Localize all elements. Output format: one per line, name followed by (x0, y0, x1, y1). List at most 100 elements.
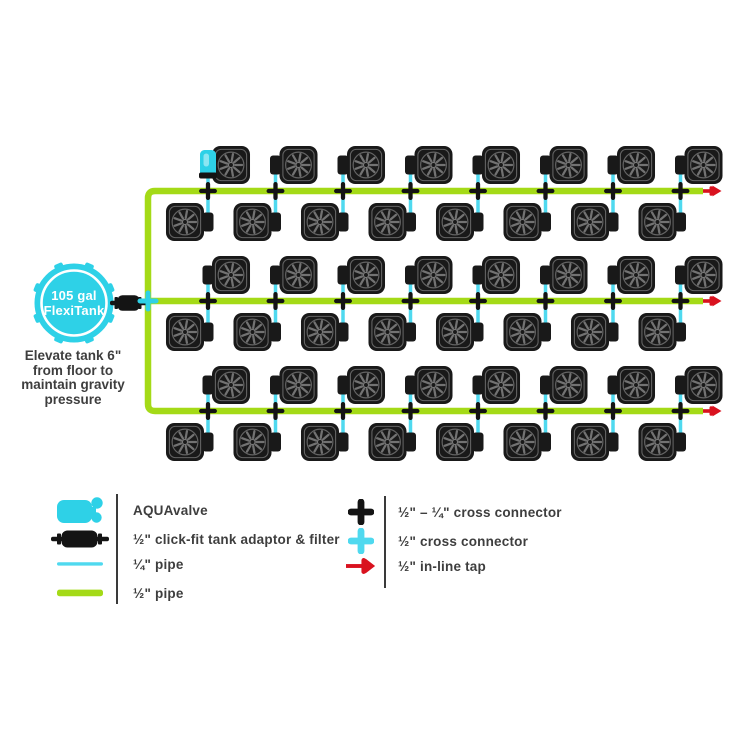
black-cross-connector-icon (604, 292, 622, 310)
pot-valve-tab (607, 375, 619, 395)
legend-row: ¼" pipe (48, 556, 184, 572)
pot-valve-tab (472, 212, 484, 232)
pot-valve-tab (472, 265, 484, 285)
pot-icon (638, 202, 677, 242)
legend-label: ½" click-fit tank adaptor & filter (133, 531, 340, 547)
tap-arrowhead (712, 185, 722, 197)
pot-icon (638, 422, 677, 462)
pot-valve-tab (337, 375, 349, 395)
black-cross-connector-icon (346, 499, 376, 525)
pot-valve-tab (540, 155, 551, 175)
pot-valve-tab (270, 432, 281, 452)
pot-icon (346, 145, 386, 185)
pot-icon (414, 145, 453, 185)
pot-valve-tab (607, 155, 619, 175)
pot-icon (279, 145, 318, 185)
aquavalve-body (200, 150, 216, 177)
legend-divider-right (384, 496, 386, 588)
tap-stem (703, 299, 711, 303)
pot-valve-tab (540, 432, 551, 452)
pot-icon (435, 422, 475, 462)
aquavalve-base (199, 172, 217, 179)
pot-valve-tab (675, 155, 686, 175)
legend-label: ¼" pipe (133, 556, 184, 572)
black-cross-connector-icon (671, 292, 690, 310)
pot-icon (435, 202, 475, 242)
pot-icon (414, 365, 453, 405)
black-cross-connector-icon (266, 292, 285, 310)
adaptor-barb (114, 297, 118, 309)
pot-valve-tab (472, 432, 484, 452)
pot-icon (300, 312, 340, 352)
half-pipe-icon (48, 588, 112, 598)
black-cross-connector-icon (604, 182, 622, 200)
black-cross-connector-icon (671, 182, 690, 200)
tap-arrowhead (712, 405, 722, 417)
pot-valve-tab (270, 322, 281, 342)
black-cross-connector-icon (536, 402, 555, 420)
pot-valve-tab (540, 375, 551, 395)
pot-icon (570, 422, 610, 462)
pot-icon (435, 312, 475, 352)
black-cross-connector-icon (401, 292, 420, 310)
tap-stem (703, 409, 711, 413)
pot-icon (638, 312, 677, 352)
black-cross-connector-icon (469, 292, 487, 310)
pot-icon (684, 365, 723, 405)
inline-tap-icon (346, 554, 376, 578)
legend-row: ½" – ¼" cross connector (346, 499, 562, 525)
pot-valve-tab (675, 322, 686, 342)
legend-label: ½" pipe (133, 585, 184, 601)
pot-valve-tab (472, 155, 484, 175)
tap-bar (709, 296, 713, 306)
pot-icon (300, 202, 340, 242)
pot-icon (549, 145, 588, 185)
pot-icon (346, 255, 386, 295)
pot-valve-tab (405, 375, 416, 395)
pot-valve-tab (472, 322, 484, 342)
pot-icon (233, 312, 272, 352)
pot-icon (211, 145, 251, 185)
pot-valve-tab (405, 212, 416, 232)
black-cross-connector-icon (199, 182, 217, 200)
pot-icon (616, 365, 656, 405)
aquavalve-icon (48, 495, 112, 525)
cyan-cross-connector-icon (346, 528, 376, 554)
legend-label: ½" cross connector (398, 533, 529, 549)
pot-valve-tab (202, 212, 214, 232)
inline-tap-icon (703, 405, 722, 417)
pot-icon (616, 255, 656, 295)
pot-valve-tab (337, 212, 349, 232)
black-cross-connector-icon (469, 402, 487, 420)
pot-icon (368, 202, 407, 242)
pot-icon (165, 312, 205, 352)
inline-tap-icon (703, 185, 722, 197)
black-cross-connector-icon (536, 292, 555, 310)
black-cross-connector-icon (334, 292, 352, 310)
aquavalve-highlight (203, 153, 209, 167)
cyan-cross-connector-icon (137, 290, 159, 312)
pot-icon (481, 145, 521, 185)
pot-icon (279, 255, 318, 295)
pot-valve-tab (337, 155, 349, 175)
pot-icon (300, 422, 340, 462)
pot-icon (503, 202, 542, 242)
pot-icon (346, 365, 386, 405)
pot-valve-tab (607, 432, 619, 452)
pot-valve-tab (675, 212, 686, 232)
pot-icon (233, 202, 272, 242)
legend-row: ½" in-line tap (346, 554, 486, 578)
black-cross-connector-icon (199, 402, 217, 420)
inline-tap-icon (703, 295, 722, 307)
black-cross-connector-icon (266, 182, 285, 200)
black-cross-connector-icon (199, 292, 217, 310)
pot-icon (414, 255, 453, 295)
pot-valve-tab (675, 265, 686, 285)
pot-icon (503, 422, 542, 462)
pot-valve-tab (270, 212, 281, 232)
pot-icon (481, 365, 521, 405)
pot-icon (684, 145, 723, 185)
pot-valve-tab (337, 265, 349, 285)
tap-arrowhead (712, 295, 722, 307)
